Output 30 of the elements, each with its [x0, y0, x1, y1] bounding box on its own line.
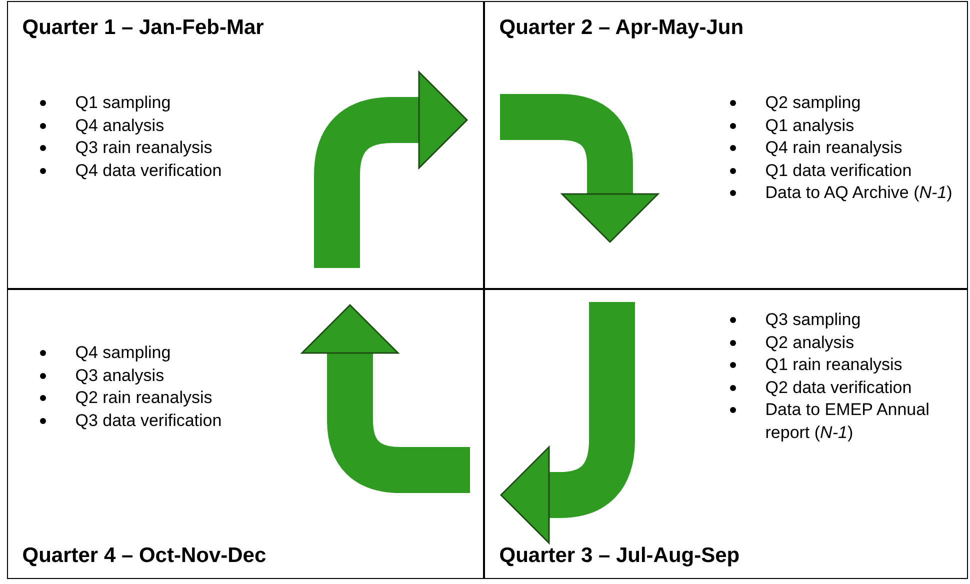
task-item: Q3 analysis [75, 364, 164, 387]
quarter-heading: Quarter 1 – Jan-Feb-Mar [22, 16, 264, 40]
quarter-panel [7, 289, 484, 580]
task-item: Q3 rain reanalysis [75, 137, 212, 160]
task-item: Q4 analysis [75, 114, 164, 137]
task-item: Q2 analysis [765, 332, 854, 354]
task-item: Q2 data verification [765, 376, 912, 399]
task-item: Q4 rain reanalysis [765, 137, 902, 160]
quarter-panel [484, 1, 968, 290]
quarter-heading: Quarter 3 – Jul-Aug-Sep [499, 544, 740, 568]
curved-arrow [500, 302, 635, 544]
task-item: Q2 rain reanalysis [75, 387, 212, 410]
task-item: Q1 analysis [765, 114, 854, 137]
quarter-heading: Quarter 4 – Oct-Nov-Dec [22, 544, 266, 568]
task-item: Data to AQ Archive (N-1) [765, 182, 952, 204]
curved-arrow [500, 94, 659, 243]
curved-arrow [314, 71, 468, 268]
quarter-heading: Quarter 2 – Apr-May-Jun [499, 16, 744, 40]
task-item: Q1 data verification [765, 160, 912, 182]
task-item: Q3 data verification [75, 410, 222, 432]
task-item: Q1 rain reanalysis [765, 354, 902, 376]
task-item: Q4 data verification [75, 160, 222, 182]
task-item: Q1 sampling [75, 92, 171, 114]
quarter-panel [7, 1, 484, 290]
quarter-panel [484, 289, 968, 580]
task-item: Data to EMEP Annual report (N-1) [765, 399, 930, 444]
task-item: Q3 sampling [765, 309, 861, 332]
task-item: Q2 sampling [765, 92, 861, 114]
curved-arrow [301, 304, 470, 493]
task-item: Q4 sampling [75, 342, 171, 364]
